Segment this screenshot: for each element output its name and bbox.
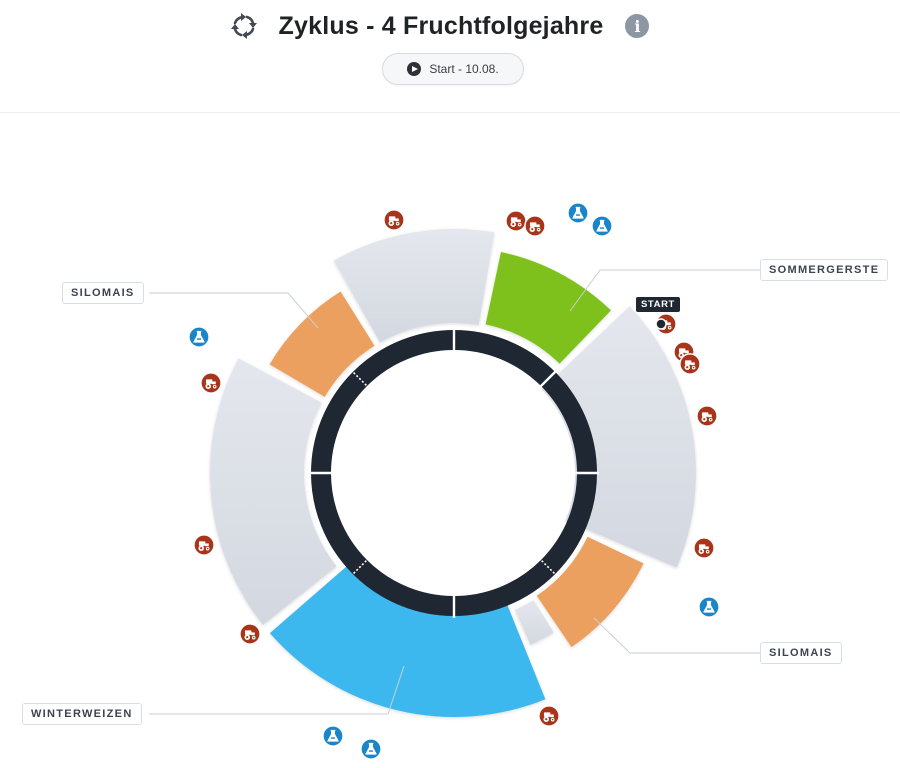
start-point [655,318,667,330]
timeline-ring [309,328,599,618]
season-tick [353,560,367,574]
leader-line [593,617,760,654]
fallow-segment-right[interactable] [532,306,696,568]
tractor-icon[interactable] [200,372,222,394]
tractor-icon[interactable] [239,623,261,645]
tractor-icon[interactable] [193,534,215,556]
season-tick [541,560,555,574]
tractor-icon[interactable] [383,209,405,231]
fertilizer-flask-icon[interactable] [188,326,210,348]
operation-icons [188,202,720,760]
winterweizen-label[interactable]: WINTERWEIZEN [22,703,142,725]
silomais-label-right[interactable]: SILOMAIS [760,642,842,664]
tractor-icon[interactable] [505,210,527,232]
silomais-segment-left[interactable] [269,291,375,397]
leader-line [149,292,319,329]
start-button-label: Start - 10.08. [429,62,499,76]
sommergerste-segment[interactable] [485,251,611,364]
start-marker-label: START [636,297,680,312]
page-title: Zyklus - 4 Fruchtfolgejahre [278,11,604,40]
leader-line [149,665,405,715]
fertilizer-flask-icon[interactable] [567,202,589,224]
start-button[interactable]: Start - 10.08. [382,53,524,85]
cycle-icon [230,13,257,39]
winterweizen-segment[interactable] [269,564,546,717]
tractor-icon[interactable] [679,353,701,375]
ring-center [333,352,575,594]
fallow-segment-left[interactable] [209,358,337,625]
crop-segments [209,228,696,717]
fertilizer-flask-icon[interactable] [591,215,613,237]
fertilizer-flask-icon[interactable] [322,725,344,747]
tractor-icon[interactable] [696,405,718,427]
title-row: Zyklus - 4 Fruchtfolgejahre i [0,6,900,46]
sommergerste-label[interactable]: SOMMERGERSTE [760,259,889,281]
fallow-segment-small[interactable] [515,600,554,645]
fallow-segment-top[interactable] [333,228,495,343]
silomais-segment-right[interactable] [536,536,644,648]
info-icon[interactable]: i [625,14,650,38]
tractor-icon[interactable] [538,705,560,727]
tractor-icon[interactable] [524,215,546,237]
season-tick [353,372,367,386]
fertilizer-flask-icon[interactable] [360,738,382,760]
silomais-label-left[interactable]: SILOMAIS [62,282,144,304]
leader-line [569,269,760,312]
fertilizer-flask-icon[interactable] [698,596,720,618]
header: Zyklus - 4 Fruchtfolgejahre i Start - 10… [0,0,900,113]
play-icon [407,62,422,76]
label-leader-lines [149,269,760,715]
year-divider [538,369,558,389]
tractor-icon[interactable] [693,537,715,559]
